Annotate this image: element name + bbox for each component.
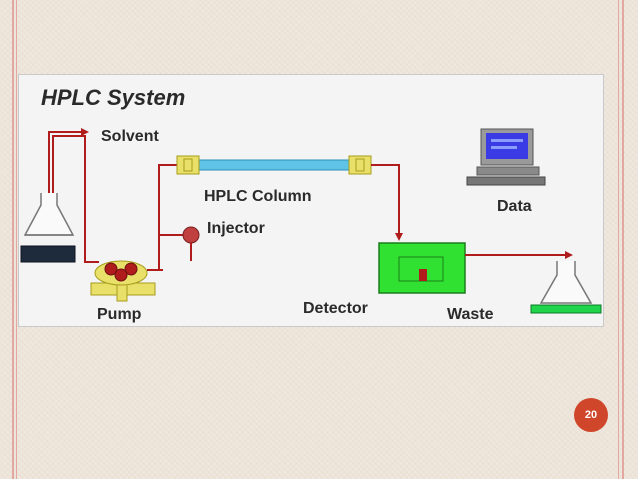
pump-to-column-tubing <box>147 164 187 271</box>
slide-border-right <box>622 0 624 479</box>
injector-label: Injector <box>207 220 265 237</box>
hplc-diagram-panel: HPLC System <box>18 74 604 327</box>
hplc-column-label: HPLC Column <box>204 188 312 205</box>
detector-label: Detector <box>303 300 368 317</box>
slide-border-left-inner <box>16 0 17 479</box>
column-to-detector-tubing <box>371 164 403 241</box>
hplc-diagram: HPLC System <box>20 85 602 323</box>
diagram-title: HPLC System <box>41 85 185 110</box>
data-label: Data <box>497 198 532 215</box>
injector <box>182 226 200 261</box>
slide-border-right-inner <box>618 0 619 479</box>
slide-border-left <box>12 0 14 479</box>
pump <box>90 260 156 302</box>
waste-flask <box>530 261 602 314</box>
pump-label: Pump <box>97 306 142 323</box>
solvent-reservoir <box>20 193 76 263</box>
data-workstation-icon <box>466 128 546 186</box>
detector <box>378 242 466 294</box>
solvent-label: Solvent <box>101 128 159 145</box>
page-number-badge: 20 <box>574 398 608 432</box>
hplc-column <box>176 155 372 175</box>
waste-label: Waste <box>447 306 494 323</box>
